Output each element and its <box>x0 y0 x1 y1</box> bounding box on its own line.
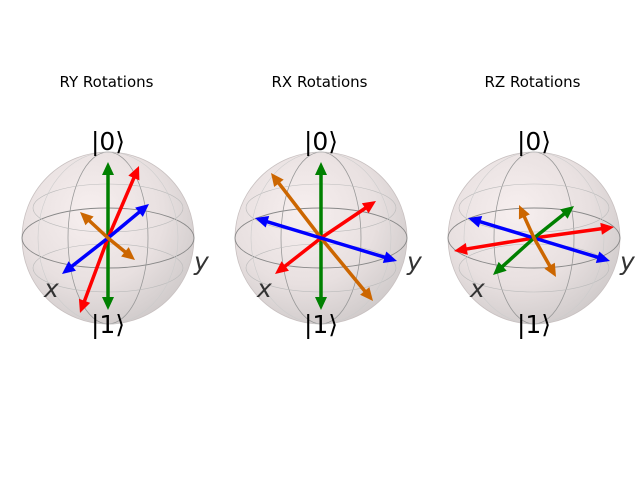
state-vector-arrowhead <box>271 173 284 187</box>
label-ket-1: |1⟩ <box>91 310 125 339</box>
state-vector-shaft <box>70 236 110 268</box>
state-vector-shaft <box>319 236 387 259</box>
state-vector-shaft <box>465 236 536 251</box>
state-vector-shaft <box>532 227 603 240</box>
state-vector-shaft <box>283 236 323 268</box>
state-vector-shaft <box>87 219 110 240</box>
state-vector-arrowhead <box>315 297 327 310</box>
state-vector-arrowhead <box>560 206 574 219</box>
state-vector-shaft <box>106 236 127 254</box>
state-vector-arrowhead <box>102 297 114 310</box>
label-x-axis: x <box>43 274 59 303</box>
state-vector-arrowhead <box>255 216 270 228</box>
bloch-sphere-rz: |0⟩ |1⟩ x y <box>447 127 636 339</box>
state-vector-shaft <box>532 236 552 268</box>
state-vector-arrowhead <box>315 162 327 175</box>
bloch-panel-rz: RZ Rotations |0⟩ |1⟩ x y <box>426 0 639 480</box>
state-vector-shaft <box>106 176 136 240</box>
state-vector-shaft <box>319 206 367 240</box>
state-vector-shaft <box>500 236 536 269</box>
bloch-sphere-ry: |0⟩ |1⟩ x y <box>21 127 210 339</box>
state-vector-arrowhead <box>80 212 94 226</box>
panel-title: RZ Rotations <box>484 73 581 91</box>
vectors <box>255 162 397 310</box>
state-vector-shaft <box>532 212 566 240</box>
state-vector-shaft <box>478 220 536 240</box>
bloch-sphere-rx: |0⟩ |1⟩ x y <box>234 127 423 339</box>
state-vector-arrowhead <box>468 216 483 228</box>
state-vector-shaft <box>82 236 110 303</box>
state-vector-arrowhead <box>382 251 397 263</box>
state-vector-arrowhead <box>361 201 376 214</box>
state-vector-arrowhead <box>135 204 149 217</box>
state-vector-arrowhead <box>518 205 530 220</box>
label-y-axis: y <box>619 247 636 276</box>
panel-title: RX Rotations <box>271 73 368 91</box>
panel-title: RY Rotations <box>59 73 154 91</box>
state-vector-arrowhead <box>600 222 614 235</box>
state-vector-arrowhead <box>62 261 76 274</box>
label-ket-0: |0⟩ <box>91 127 125 156</box>
state-vector-shaft <box>522 215 536 240</box>
state-vector-shaft <box>265 220 323 240</box>
vectors <box>62 162 149 313</box>
label-y-axis: y <box>406 247 423 276</box>
bloch-panel-rx: RX Rotations |0⟩ |1⟩ x y <box>213 0 426 480</box>
state-vector-arrowhead <box>360 287 373 301</box>
state-vector-arrowhead <box>128 166 140 181</box>
label-x-axis: x <box>469 274 485 303</box>
label-y-axis: y <box>193 247 210 276</box>
state-vector-arrowhead <box>454 242 468 255</box>
state-vector-arrowhead <box>78 298 91 313</box>
bloch-panel-ry: RY Rotations |0⟩ |1⟩ x y <box>0 0 213 480</box>
state-vector-arrowhead <box>102 162 114 175</box>
state-vector-shaft <box>319 236 367 293</box>
state-vector-arrowhead <box>121 247 135 260</box>
state-vector-arrowhead <box>595 251 610 263</box>
state-vector-arrowhead <box>493 261 507 275</box>
state-vector-arrowhead <box>275 261 289 274</box>
label-ket-1: |1⟩ <box>517 310 551 339</box>
label-ket-1: |1⟩ <box>304 310 338 339</box>
vectors <box>454 205 614 277</box>
state-vector-arrowhead <box>544 262 556 277</box>
label-x-axis: x <box>256 274 272 303</box>
label-ket-0: |0⟩ <box>304 127 338 156</box>
label-ket-0: |0⟩ <box>517 127 551 156</box>
state-vector-shaft <box>532 236 600 259</box>
state-vector-shaft <box>277 181 323 240</box>
state-vector-shaft <box>106 210 141 240</box>
